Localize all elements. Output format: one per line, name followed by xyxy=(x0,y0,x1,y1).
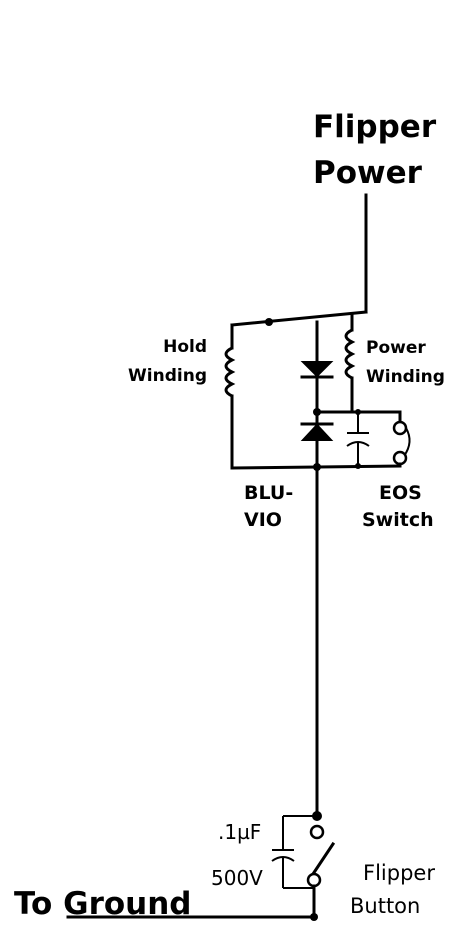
button-contact-top xyxy=(309,824,325,840)
eos-cap-top-dot xyxy=(355,409,361,415)
flipper-power-label-line1: Flipper xyxy=(313,109,437,145)
capacitor-voltage-label: 500V xyxy=(211,866,263,890)
hold-winding-label-line2: Winding xyxy=(128,366,207,386)
eos-switch-contact-top xyxy=(392,420,408,436)
hold-winding-label-line1: Hold xyxy=(163,337,207,357)
diode-1-body xyxy=(300,361,334,378)
eos-switch-contact-bottom xyxy=(392,450,408,466)
wire-color-label-line2: VIO xyxy=(244,509,282,531)
hold-winding-coil xyxy=(224,346,236,398)
flipper-button-label-line2: Button xyxy=(350,894,420,918)
top-rail-wire xyxy=(230,310,368,327)
flipper-button-label-line1: Flipper xyxy=(363,861,435,885)
button-blade xyxy=(310,841,336,877)
button-contact-bottom xyxy=(306,872,322,888)
ground-label: To Ground xyxy=(14,886,191,922)
power-winding-coil xyxy=(344,328,356,380)
eos-switch-label-line1: EOS xyxy=(379,482,422,504)
eos-cap-bottom-dot xyxy=(355,463,361,469)
button-cap-plate-bottom xyxy=(271,856,295,862)
capacitor-value-label: .1µF xyxy=(218,820,261,844)
top-junction-dot xyxy=(265,318,273,326)
diode-2-body xyxy=(300,423,334,441)
flipper-power-label-line2: Power xyxy=(313,155,423,191)
eos-switch-label-line2: Switch xyxy=(362,509,434,531)
wire-color-label-line1: BLU- xyxy=(244,482,293,504)
power-winding-label-line1: Power xyxy=(366,338,426,358)
power-winding-label-line2: Winding xyxy=(366,367,445,387)
mid-junction-dot xyxy=(313,408,321,416)
